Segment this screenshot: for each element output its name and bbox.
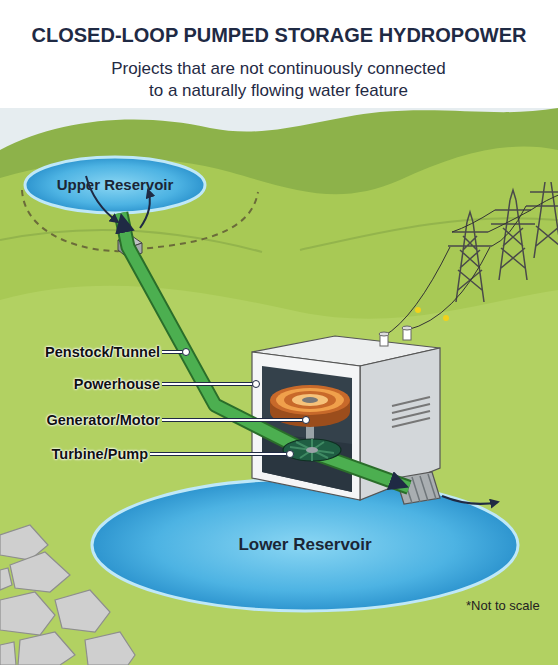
penstock-pipe xyxy=(121,213,409,487)
wire xyxy=(531,192,558,210)
rock xyxy=(85,632,135,665)
flow-arrow xyxy=(442,496,498,504)
generator-ring xyxy=(270,385,350,415)
rock xyxy=(55,590,110,632)
rock xyxy=(0,642,16,665)
node-text-holder: Upper Reservoir xyxy=(23,155,207,215)
water-surface xyxy=(25,157,205,213)
flow-arrow xyxy=(86,176,118,222)
tower xyxy=(491,190,535,280)
generator-ring xyxy=(284,391,336,409)
callout-label: Generator/Motor xyxy=(20,411,160,429)
leader-lines xyxy=(150,349,310,458)
turbine-hub xyxy=(306,447,318,453)
main-hill xyxy=(0,147,558,665)
wire-marker xyxy=(443,315,449,321)
node-text-holder: Lower Reservoir xyxy=(90,477,520,613)
foreground-slope xyxy=(0,286,558,665)
rock xyxy=(10,552,70,592)
leader-dot xyxy=(303,417,310,424)
rock xyxy=(0,592,55,635)
callout-label: Turbine/Pump xyxy=(8,445,148,463)
wire xyxy=(488,210,531,232)
upper-reservoir: Upper Reservoir xyxy=(23,155,207,215)
leader-dot xyxy=(287,451,294,458)
rock xyxy=(0,568,12,590)
power-lines xyxy=(384,192,558,336)
far-hills xyxy=(0,108,558,665)
tower xyxy=(526,182,558,258)
flow-arrow xyxy=(140,190,150,228)
diagram-title: CLOSED-LOOP PUMPED STORAGE HYDROPOWER xyxy=(0,24,558,47)
generator-ring xyxy=(292,394,328,406)
insulators xyxy=(379,326,412,346)
turbine-blades xyxy=(290,439,334,461)
node-label: Upper Reservoir xyxy=(57,176,174,193)
wire xyxy=(452,210,495,232)
leader-line-shadow xyxy=(150,352,306,454)
turbine xyxy=(283,439,341,461)
generator-hub xyxy=(302,397,318,403)
leader-line xyxy=(150,352,306,454)
callout-label: Powerhouse xyxy=(20,375,160,393)
callout-label: Penstock/Tunnel xyxy=(20,343,160,361)
leader-dot xyxy=(183,349,190,356)
insulator-cap xyxy=(379,332,389,336)
penstock-connector xyxy=(121,213,409,487)
transmission-towers xyxy=(448,182,558,302)
rock xyxy=(18,632,75,665)
penstock-outline xyxy=(121,213,409,487)
lower-reservoir: Lower Reservoir xyxy=(90,477,520,613)
wire xyxy=(492,206,526,246)
subtitle: Projects that are not continuously conne… xyxy=(106,58,451,102)
insulator-cap xyxy=(402,326,412,330)
scale-note: *Not to scale xyxy=(466,598,556,613)
water-surface xyxy=(92,479,518,611)
turbine-runner xyxy=(283,439,341,461)
vent-slats xyxy=(392,397,430,427)
wire xyxy=(384,247,450,336)
wire xyxy=(407,247,490,330)
generator-ring xyxy=(276,388,344,412)
grate-bars xyxy=(404,474,436,503)
wire-marker xyxy=(415,307,421,313)
node-label: Lower Reservoir xyxy=(238,535,371,555)
leader-dot xyxy=(253,381,260,388)
